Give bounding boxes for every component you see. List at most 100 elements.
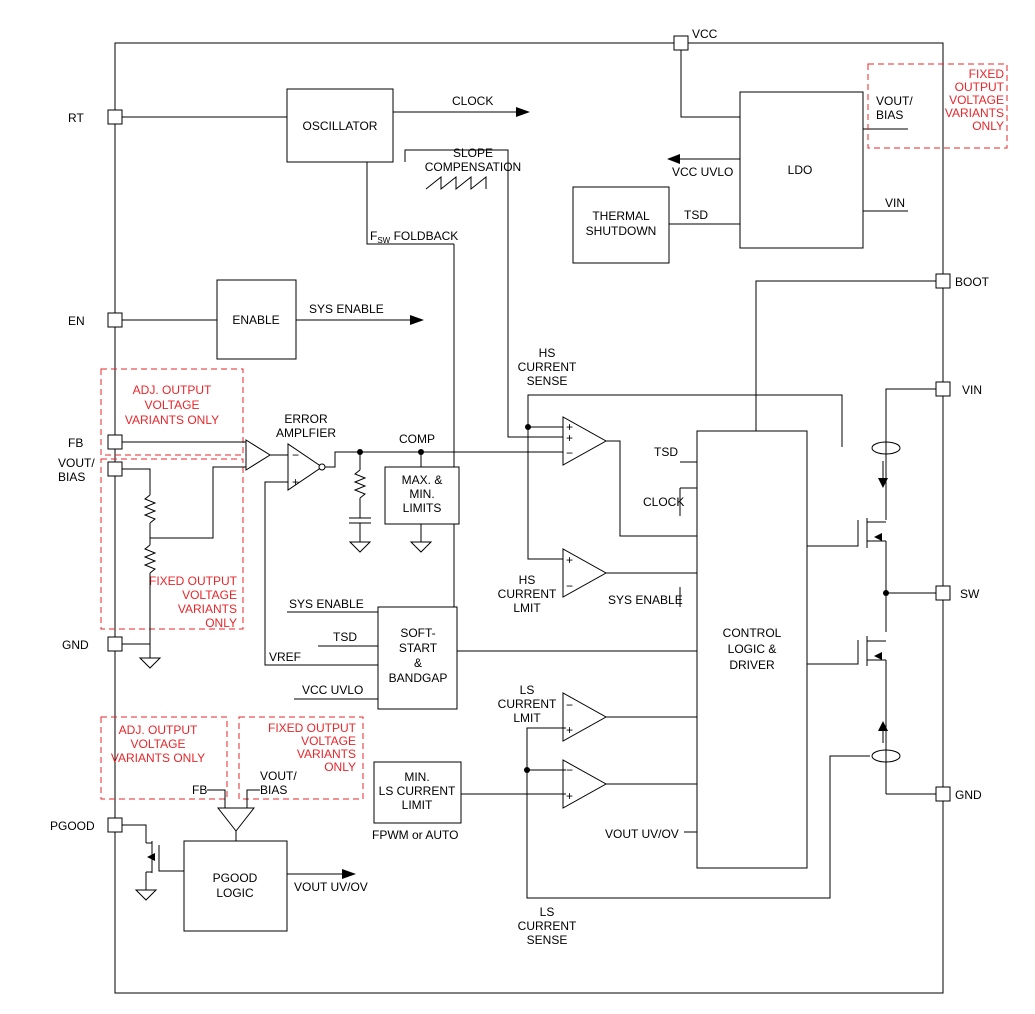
- min-ls-current-limit-block: [373, 761, 462, 824]
- ls-comp-plus: +: [566, 789, 573, 803]
- pin-vcc-label: VCC: [692, 27, 718, 41]
- fsw-foldback-label: FSW FOLDBACK: [370, 229, 458, 245]
- hs-sense-coil-icon: [871, 441, 901, 455]
- pin-gnd-right: GND: [935, 786, 982, 802]
- ss-vcc-uvlo-label: VCC UVLO: [302, 683, 363, 697]
- hs-limit-comparator-icon: [562, 548, 608, 598]
- ldo-vout-bias-label: VOUT/BIAS: [876, 94, 913, 122]
- oscillator-block: [286, 88, 394, 163]
- pin-vin-label: VIN: [962, 383, 982, 397]
- sawtooth-icon: [425, 175, 487, 191]
- pin-vout-bias: VOUT/BIAS: [58, 456, 123, 484]
- ic-outline: [114, 42, 944, 994]
- fixed-output-top-box: [867, 63, 1008, 149]
- ls-lim-minus: −: [566, 698, 573, 712]
- ss-sys-enable-label: SYS ENABLE: [289, 597, 364, 611]
- ls-limit-comparator-icon: [562, 692, 608, 742]
- ground-limits-icon: [409, 541, 433, 553]
- adj-output-pg-box: [100, 716, 228, 800]
- hs-comp-plus2: +: [566, 431, 573, 445]
- sys-enable-label: SYS ENABLE: [309, 302, 384, 316]
- hs-comparator-icon: [562, 416, 608, 466]
- pin-rt: RT: [68, 109, 123, 125]
- vref-label: VREF: [269, 650, 301, 664]
- pin-boot: BOOT: [935, 273, 990, 289]
- max-min-limits-block: [384, 466, 460, 525]
- hs-comp-minus: −: [566, 446, 573, 460]
- pg-vout-bias-label: VOUT/BIAS: [260, 769, 297, 797]
- hs-lim-plus: +: [566, 553, 573, 567]
- ls-sense-coil-icon: [871, 749, 901, 763]
- ea-minus: −: [292, 448, 299, 462]
- tsd-label: TSD: [684, 208, 708, 222]
- ground-pgood-icon: [134, 889, 158, 901]
- error-amplifier-icon: [287, 443, 323, 491]
- pin-boot-label: BOOT: [955, 275, 990, 289]
- pin-sw-label: SW: [960, 587, 980, 601]
- enable-block: [216, 279, 297, 360]
- pin-fb: FB: [68, 434, 123, 450]
- ls-comp-minus: −: [566, 763, 573, 777]
- fixed-output-pg-box: [238, 716, 364, 800]
- fb-buffer-icon: [245, 439, 271, 471]
- sys-enable-arrow-icon: [410, 315, 424, 325]
- pin-rt-label: RT: [68, 111, 84, 125]
- ground-comp-icon: [348, 541, 372, 553]
- comp-label: COMP: [399, 432, 435, 446]
- ldo-label: LDO: [788, 163, 813, 177]
- vcc-uvlo-arrow-icon: [667, 154, 680, 164]
- oscillator-label: OSCILLATOR: [303, 119, 378, 133]
- pin-fb-label: FB: [68, 436, 83, 450]
- adj-output-fb-box: [100, 368, 244, 456]
- pin-gnd-left: GND: [62, 636, 123, 652]
- comp-resistor-icon: [353, 469, 367, 499]
- pin-sw: SW: [935, 585, 980, 601]
- vcc-uvlo-label: VCC UVLO: [672, 165, 733, 179]
- thermal-shutdown-block: [572, 186, 670, 264]
- ground-left-icon: [138, 657, 162, 669]
- ss-tsd-label: TSD: [333, 630, 357, 644]
- ls-comparator-icon: [562, 759, 608, 809]
- ldo-block: [739, 91, 864, 249]
- pg-fb-label: FB: [192, 783, 207, 797]
- ctrl-clock-label: CLOCK: [643, 495, 684, 509]
- pg-buffer-icon: [216, 807, 256, 832]
- ctrl-vout-uvov-label: VOUT UV/OV: [605, 827, 679, 841]
- control-logic-block: [696, 430, 808, 869]
- ls-current-arrow-icon: [878, 721, 888, 731]
- resistor-bottom-icon: [143, 544, 157, 574]
- resistor-top-icon: [143, 494, 157, 524]
- soft-start-block: [377, 606, 458, 710]
- pin-vout-bias-label: VOUT/BIAS: [58, 456, 95, 484]
- ea-plus: +: [292, 475, 299, 489]
- soft-start-label: SOFT-START&BANDGAP: [389, 626, 448, 685]
- hs-comp-plus1: +: [566, 420, 573, 434]
- ls-lim-plus: +: [566, 723, 573, 737]
- pin-gnd-right-label: GND: [955, 788, 982, 802]
- pg-vout-uvov-arrow-icon: [342, 869, 356, 879]
- pg-vout-uvov-label: VOUT UV/OV: [294, 880, 368, 894]
- fixed-output-left-box: [100, 458, 244, 630]
- ctrl-tsd-label: TSD: [654, 445, 678, 459]
- pin-vin: VIN: [935, 381, 982, 397]
- ctrl-sys-enable-label: SYS ENABLE: [608, 593, 683, 607]
- pin-en: EN: [68, 312, 123, 328]
- enable-label: ENABLE: [232, 313, 279, 327]
- hs-lim-minus: −: [566, 579, 573, 593]
- clock-label: CLOCK: [452, 94, 493, 108]
